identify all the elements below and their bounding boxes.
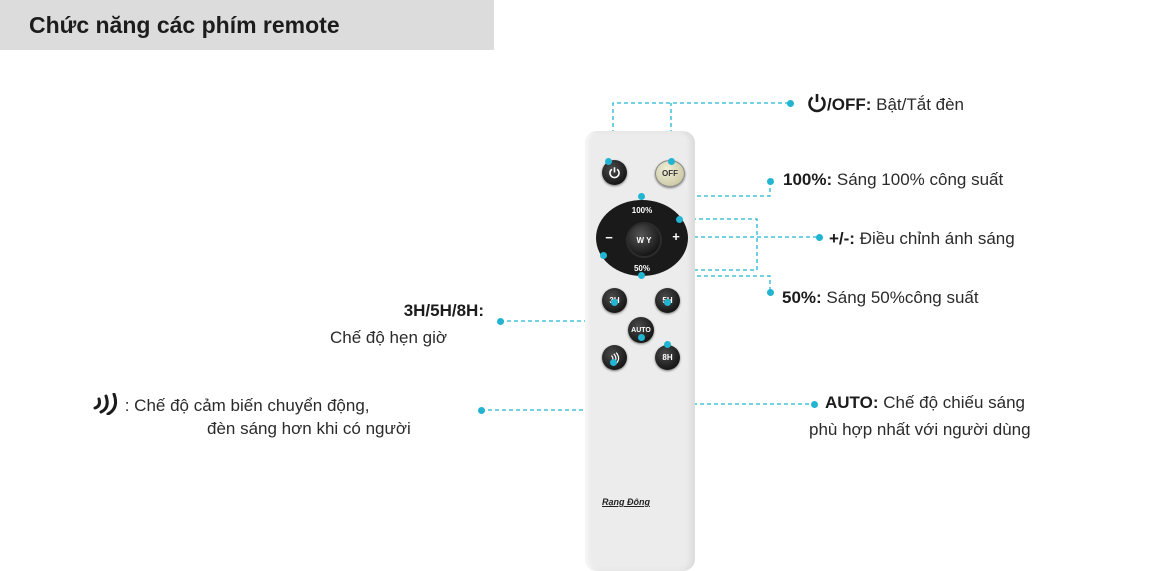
brightness-100-desc: 100%: Sáng 100% công suất (783, 170, 1003, 190)
dot-sensor (610, 359, 617, 366)
brightness-50-desc: 50%: Sáng 50%công suất (782, 288, 979, 308)
header-bar: Chức năng các phím remote (0, 0, 494, 50)
brightness-100-button[interactable]: 100% (624, 206, 660, 215)
auto-desc: AUTO: Chế độ chiếu sáng (825, 393, 1025, 413)
brightness-100-label: 100% (631, 206, 653, 215)
dot-power-label (787, 100, 794, 107)
decrease-button[interactable]: − (600, 230, 618, 245)
color-temp-label: W Y (636, 235, 652, 245)
brand-logo: Rạng Đông (602, 497, 650, 507)
direction-pad: 100% 50% − + W Y (596, 200, 688, 276)
dot-plusminus-label (816, 234, 823, 241)
dot-50-label (767, 289, 774, 296)
auto-button-label: AUTO (631, 326, 651, 334)
decrease-label: − (605, 230, 613, 245)
power-icon (609, 167, 620, 179)
dot-plus (676, 216, 683, 223)
auto-desc-line2: phù hợp nhất với người dùng (809, 420, 1031, 439)
power-icon (808, 94, 826, 113)
dot-100-label (767, 178, 774, 185)
plusminus-desc: +/-: Điều chỉnh ánh sáng (829, 229, 1015, 249)
dot-50 (638, 272, 645, 279)
motion-sensor-icon (93, 392, 117, 416)
p100-bold: 100%: (783, 170, 833, 189)
power-button[interactable] (602, 160, 627, 185)
plusminus-bold: +/-: (829, 229, 855, 248)
connector-power (612, 102, 790, 162)
increase-button[interactable]: + (668, 229, 684, 244)
p100-text: Sáng 100% công suất (832, 170, 1004, 189)
increase-label: + (672, 229, 680, 244)
dot-3h (611, 299, 618, 306)
dot-timer-label (497, 318, 504, 325)
page-title: Chức năng các phím remote (29, 12, 340, 38)
timer-bold: 3H/5H/8H: (403, 301, 484, 320)
dot-off (668, 158, 675, 165)
power-label: /OFF: Bật/Tắt đèn (807, 93, 964, 115)
plusminus-text: Điều chỉnh ánh sáng (854, 229, 1015, 248)
dot-auto-label (811, 401, 818, 408)
sensor-desc: : Chế độ cảm biến chuyển động, (92, 392, 370, 416)
sensor-desc-line2: đèn sáng hơn khi có người (207, 419, 411, 438)
auto-text: Chế độ chiếu sáng (878, 393, 1026, 412)
dot-power (605, 158, 612, 165)
sensor-button[interactable] (602, 345, 627, 370)
p50-text: Sáng 50%công suất (821, 288, 979, 307)
p50-bold: 50%: (782, 288, 822, 307)
timer-desc-title: 3H/5H/8H: (360, 301, 484, 321)
dot-5h (664, 299, 671, 306)
dot-8h (664, 341, 671, 348)
timer-8h-label: 8H (662, 353, 673, 362)
power-label-text: Bật/Tắt đèn (871, 95, 965, 114)
sensor-line1: : Chế độ cảm biến chuyển động, (124, 396, 370, 415)
dot-100 (638, 193, 645, 200)
timer-desc-text: Chế độ hẹn giờ (330, 328, 448, 347)
color-temp-button[interactable]: W Y (626, 222, 662, 258)
dot-sensor-label (478, 407, 485, 414)
timer-8h-button[interactable]: 8H (655, 345, 680, 370)
auto-bold: AUTO: (825, 393, 879, 412)
dot-minus (600, 252, 607, 259)
connector-lines (481, 102, 820, 411)
power-label-bold: /OFF: (827, 95, 872, 114)
brightness-50-label: 50% (633, 264, 650, 273)
dot-auto (638, 334, 645, 341)
off-button-label: OFF (662, 169, 678, 178)
brightness-50-button[interactable]: 50% (624, 264, 660, 273)
